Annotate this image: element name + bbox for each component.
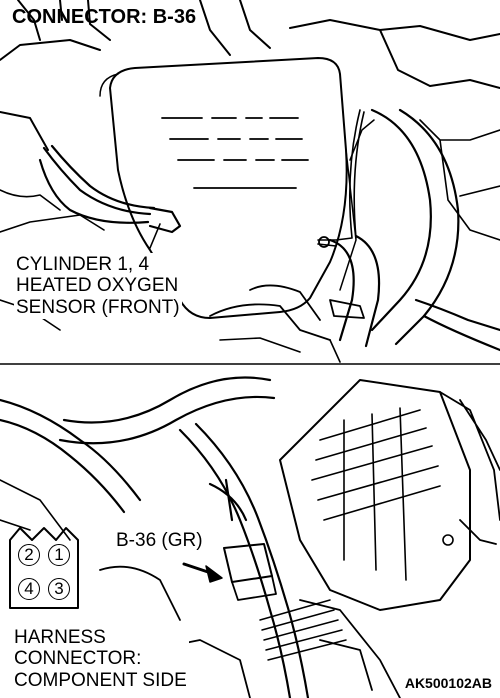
sensor-label-line: CYLINDER 1, 4 bbox=[16, 254, 150, 275]
sensor-label-line: HEATED OXYGEN bbox=[16, 275, 179, 297]
connector-pin: 4 bbox=[18, 578, 40, 600]
bottom-engine-view bbox=[0, 376, 500, 698]
sensor-label: CYLINDER 1, 4 HEATED OXYGEN SENSOR (FRON… bbox=[14, 253, 182, 319]
connector-b36 bbox=[223, 543, 273, 583]
intake-hoses bbox=[0, 376, 276, 514]
diagram-title: CONNECTOR: B-36 bbox=[12, 6, 197, 28]
connector-face-outline bbox=[9, 527, 79, 609]
figure-code: AK500102AB bbox=[404, 675, 492, 692]
oxygen-sensor-lead bbox=[317, 109, 365, 247]
harness-label-line: HARNESS bbox=[14, 627, 106, 648]
valve-cover bbox=[279, 379, 471, 611]
exhaust-pipes bbox=[328, 108, 500, 352]
top-engine-view bbox=[0, 0, 500, 365]
engine-cover bbox=[109, 57, 348, 319]
wiring-loom bbox=[178, 422, 310, 698]
harness-label-line: COMPONENT SIDE bbox=[14, 669, 187, 691]
harness-connector-label: HARNESS CONNECTOR: COMPONENT SIDE bbox=[12, 627, 189, 691]
connector-callout-label: B-36 (GR) bbox=[114, 530, 205, 552]
valve-cover-ribs bbox=[311, 407, 441, 581]
ribbed-filter bbox=[259, 599, 347, 661]
connector-pin: 1 bbox=[48, 544, 70, 566]
sensor-leader-line bbox=[149, 223, 161, 249]
harness-label-line: CONNECTOR: bbox=[14, 648, 142, 670]
sensor-label-line: SENSOR (FRONT) bbox=[16, 296, 180, 318]
connector-pin: 3 bbox=[48, 578, 70, 600]
connector-pin: 2 bbox=[18, 544, 40, 566]
cover-ribs bbox=[161, 117, 309, 189]
sensor-harness-cables bbox=[38, 144, 182, 234]
